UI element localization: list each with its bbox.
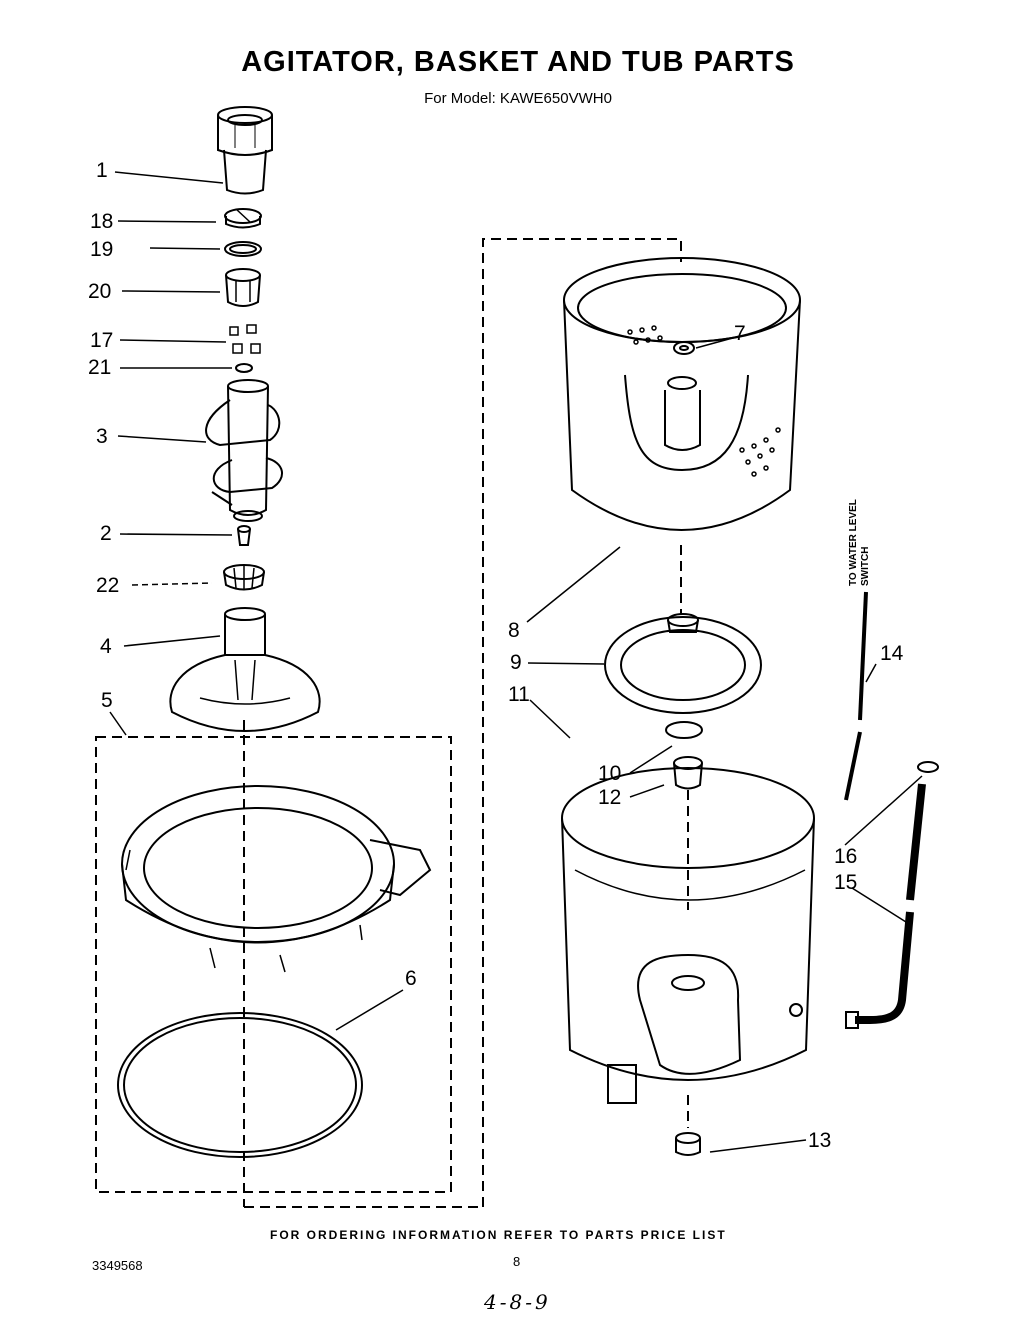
air-dome-hose-icon (844, 591, 868, 801)
tub-plug-icon (675, 1132, 701, 1156)
cap-insert-icon (224, 208, 262, 229)
model-subtitle: For Model: KAWE650VWH0 (424, 90, 612, 107)
agitator-auger-icon (205, 379, 283, 522)
pump-hose-icon (845, 783, 926, 1029)
wash-basket-icon (563, 257, 801, 531)
page-number: 8 (513, 1254, 521, 1269)
assembly-lines (95, 238, 689, 1208)
handwritten-date: 4-8-9 (484, 1290, 551, 1314)
callout-4: 4 (100, 635, 112, 658)
agitator-base-icon (169, 607, 321, 732)
spanner-nut-icon (665, 721, 703, 739)
callout-19: 19 (90, 238, 114, 261)
callout-17: 17 (90, 329, 114, 352)
hose-clamp-icon (917, 761, 939, 773)
callout-15: 15 (834, 871, 858, 894)
callout-20: 20 (88, 280, 112, 303)
callout-5: 5 (101, 689, 113, 712)
basket-perforations (627, 325, 781, 477)
dog-cam-icon (225, 268, 261, 307)
o-ring-icon (235, 363, 253, 373)
callout-9: 9 (510, 651, 522, 674)
callout-12: 12 (598, 786, 622, 809)
document-number: 3349568 (92, 1258, 143, 1273)
callout-11: 11 (508, 683, 530, 706)
outer-tub-icon (561, 767, 815, 1104)
page-title: AGITATOR, BASKET AND TUB PARTS (241, 46, 795, 78)
dog-clips-icon (229, 324, 261, 354)
tub-seal-icon (673, 756, 703, 790)
callout-3: 3 (96, 425, 108, 448)
water-level-switch-note: TO WATER LEVEL SWITCH (848, 499, 871, 586)
leader-lines (109, 171, 923, 1153)
callout-14: 14 (880, 642, 904, 665)
snap-ring-icon (224, 241, 262, 257)
callout-21: 21 (88, 356, 112, 379)
agitator-cap-icon (217, 106, 273, 195)
callout-6: 6 (405, 967, 417, 990)
callout-16: 16 (834, 845, 858, 868)
callout-8: 8 (508, 619, 520, 642)
callout-10: 10 (598, 762, 622, 785)
callout-2: 2 (100, 522, 112, 545)
drive-block-icon (223, 564, 265, 591)
ordering-info-note: FOR ORDERING INFORMATION REFER TO PARTS … (270, 1228, 727, 1242)
callout-1: 1 (96, 159, 108, 182)
callout-7: 7 (734, 322, 746, 345)
tub-ring-icon (121, 785, 432, 973)
callout-18: 18 (90, 210, 114, 233)
bolt-icon (237, 525, 251, 546)
tub-ring-gasket-icon (117, 1012, 363, 1158)
basket-drive-nut-icon (673, 341, 695, 355)
callout-22: 22 (96, 574, 120, 597)
basket-hub-icon (604, 613, 762, 714)
callout-13: 13 (808, 1129, 832, 1152)
